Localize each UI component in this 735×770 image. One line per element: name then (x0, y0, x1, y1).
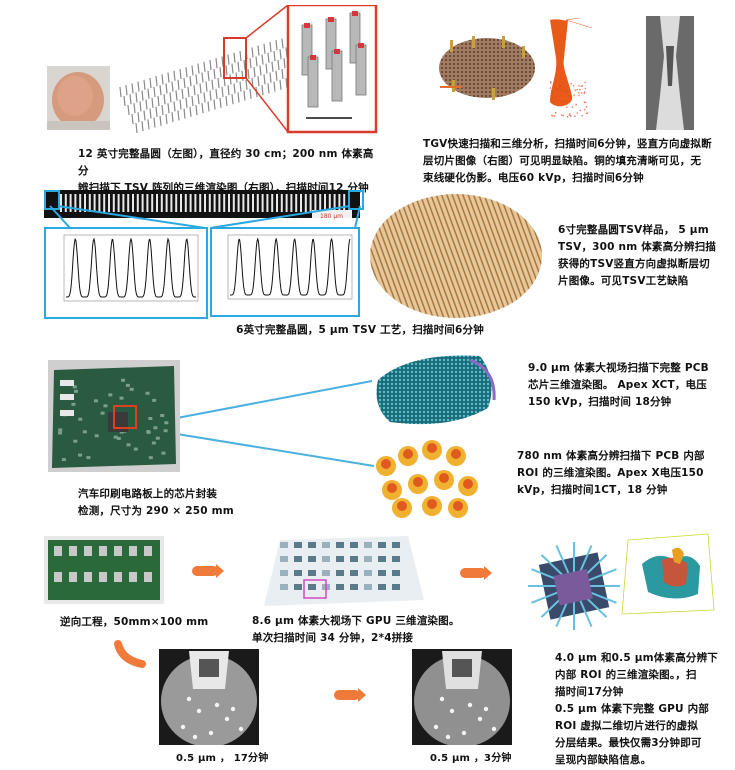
pcb-right2-caption: 780 nm 体素高分辨扫描下 PCB 内部 ROI 的三维渲染图。Apex X… (517, 448, 729, 499)
pcb-caption: 汽车印刷电路板上的芯片封装 检测，尺寸为 290 × 250 mm (78, 486, 278, 520)
pcb-right2-line2: ROI 的三维渲染图。Apex X电压150 (517, 465, 729, 482)
gpu-roi-render-zoom (618, 530, 718, 616)
gpu-right-line7: 呈现内部缺陷信息。 (555, 752, 727, 769)
curved-arrow (112, 640, 152, 670)
gpu-right-line6: 分层结果。最快仅需3分钟即可 (555, 735, 727, 752)
pcb-caption-line1: 汽车印刷电路板上的芯片封装 (78, 486, 278, 503)
gpu-right-line2: 内部 ROI 的三维渲染图。，扫 (555, 667, 727, 684)
wafer-6inch-tsv-render (368, 190, 548, 322)
gpu-right-line4: 0.5 μm 体素下完整 GPU 内部 (555, 701, 727, 718)
gpu-right-line3: 描时间17分钟 (555, 684, 727, 701)
gpu-center-line1: 8.6 μm 体素大视场下 GPU 三维渲染图。 (252, 613, 472, 630)
virtual-slice-3min (412, 649, 512, 745)
reverse-engineering-board-photo (44, 536, 164, 604)
pcb-caption-line2: 检测，尺寸为 290 × 250 mm (78, 503, 278, 520)
wafer6-side-line3: 获得的TSV竖直方向虚拟断层切 (558, 256, 728, 273)
arrow-2 (460, 568, 486, 578)
gpu-center-line2: 单次扫描时间 34 分钟，2*4拼接 (252, 630, 472, 647)
pcb-right2-line3: kVp，扫描时间1CT，18 分钟 (517, 482, 729, 499)
wafer6-caption: 6英寸完整晶圆，5 μm TSV 工艺，扫描时间6分钟 (200, 322, 520, 339)
arrow-3 (334, 690, 360, 700)
virtual-slice-17min (159, 649, 259, 745)
gpu-right-caption: 4.0 μm 和0.5 μm体素高分辨下 内部 ROI 的三维渲染图。，扫 描时… (555, 650, 727, 769)
gpu-large-field-render (260, 530, 428, 610)
wafer6-side-line2: TSV，300 nm 体素高分辨扫描 (558, 239, 728, 256)
pcb-roi-3d-render (372, 438, 480, 518)
wafer6-side-line1: 6寸完整晶圆TSV样品， 5 μm (558, 222, 728, 239)
gpu-center-caption: 8.6 μm 体素大视场下 GPU 三维渲染图。 单次扫描时间 34 分钟，2*… (252, 613, 472, 647)
pcb-right2-line1: 780 nm 体素高分辨扫描下 PCB 内部 (517, 448, 729, 465)
reverse-caption: 逆向工程，50mm×100 mm (60, 614, 240, 631)
slice2-caption: 0.5 μm ，3分钟 (430, 750, 550, 767)
gpu-roi-render (520, 536, 632, 636)
waveform-chart-right (210, 227, 360, 317)
pcb-full-3d-render (370, 350, 500, 430)
gpu-right-line5: ROI 虚拟二维切片进行的虚拟 (555, 718, 727, 735)
wafer6-side-line4: 片图像。可见TSV工艺缺陷 (558, 273, 728, 290)
waveform-chart-left (44, 227, 208, 319)
pcb-right1-caption: 9.0 μm 体素大视场扫描下完整 PCB 芯片三维渲染图。 Apex XCT，… (528, 360, 728, 411)
pcb-right1-line2: 芯片三维渲染图。 Apex XCT，电压 (528, 377, 728, 394)
arrow-1 (192, 566, 218, 576)
pcb-right1-line1: 9.0 μm 体素大视场扫描下完整 PCB (528, 360, 728, 377)
pcb-right1-line3: 150 kVp，扫描时间 18分钟 (528, 394, 728, 411)
pcb-photo (48, 360, 180, 472)
gpu-right-line1: 4.0 μm 和0.5 μm体素高分辨下 (555, 650, 727, 667)
slice1-caption: 0.5 μm ， 17分钟 (176, 750, 296, 767)
wafer6-side-caption: 6寸完整晶圆TSV样品， 5 μm TSV，300 nm 体素高分辨扫描 获得的… (558, 222, 728, 290)
